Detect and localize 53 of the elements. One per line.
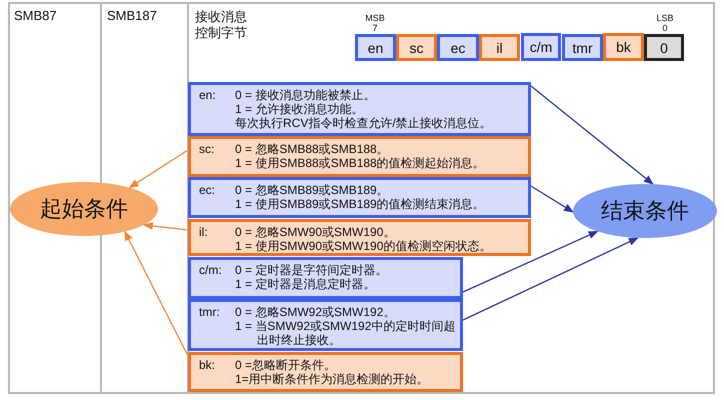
description-box <box>188 219 531 256</box>
field-name: ec: <box>199 183 216 197</box>
description-text: 1 = 当SMW92或SMW192中的定时时间超出时终止接收。 <box>235 319 456 347</box>
description-box <box>188 257 463 299</box>
bit-label: LSB <box>655 12 674 24</box>
arrow <box>142 222 188 231</box>
bit-cell: bk <box>603 33 644 61</box>
description-box <box>188 299 463 351</box>
bit-cell: en <box>355 34 396 61</box>
cell-text: SMB87 <box>14 8 58 24</box>
description-text: 0 = 忽略SMB88或SMB188。 <box>235 142 390 156</box>
cell-text: 接收消息控制字节 <box>195 10 248 42</box>
description-box <box>188 82 531 136</box>
description-text: 1 = 定时器是消息定时器。 <box>235 277 376 291</box>
description-text: 0 = 接收消息功能被禁止。 <box>235 88 376 102</box>
description-text: 0 = 忽略SMB89或SMB189。 <box>235 183 390 197</box>
description-box <box>188 136 531 177</box>
bit-cell: ec <box>437 34 479 61</box>
description-text: 0 = 定时器是字符间定时器。 <box>235 263 388 277</box>
description-text: 1 = 使用SMW90或SMW190的值检测空闲状态。 <box>235 239 492 253</box>
description-text: 0 =忽略断开条件。 <box>235 358 338 372</box>
field-name: c/m: <box>199 263 222 277</box>
bit-label: 0 <box>661 22 668 34</box>
bit-cell: sc <box>396 34 437 61</box>
description-box <box>188 352 463 392</box>
description-text: 1 = 使用SMB88或SMB188的值检测起始消息。 <box>235 156 486 170</box>
field-name: bk: <box>199 358 216 372</box>
arrow <box>530 185 574 213</box>
bit-cell: 0 <box>644 34 684 61</box>
field-name: sc: <box>199 142 214 156</box>
condition-ellipse: 结束条件 <box>573 184 717 238</box>
bit-cell: c/m <box>521 33 561 61</box>
description-text: 0 = 忽略SMW92或SMW192。 <box>235 305 396 319</box>
field-name: tmr: <box>199 305 220 319</box>
bit-label: 7 <box>371 22 378 34</box>
bit-cell: tmr <box>562 34 603 61</box>
arrow <box>128 149 188 188</box>
description-text: 1 = 使用SMB89或SMB189的值检测结束消息。 <box>235 197 486 211</box>
description-text: 1 = 允许接收消息功能。 <box>235 102 364 116</box>
field-name: il: <box>199 225 208 239</box>
field-name: en: <box>199 88 216 102</box>
description-box <box>188 177 531 218</box>
cell-text: SMB187 <box>107 8 158 24</box>
description-text: 0 = 忽略SMW90或SMW190。 <box>235 225 396 239</box>
arrow <box>124 230 189 356</box>
condition-ellipse: 起始条件 <box>10 182 158 236</box>
description-text: 1=用中断条件作为消息检测的开始。 <box>235 372 430 386</box>
bit-cell: il <box>479 34 520 61</box>
arrow <box>530 86 654 185</box>
arrow <box>462 237 639 321</box>
description-text: 每次执行RCV指令时检查允许/禁止接收消息位。 <box>235 116 493 130</box>
arrow <box>462 230 598 293</box>
bit-label: MSB <box>364 12 386 24</box>
